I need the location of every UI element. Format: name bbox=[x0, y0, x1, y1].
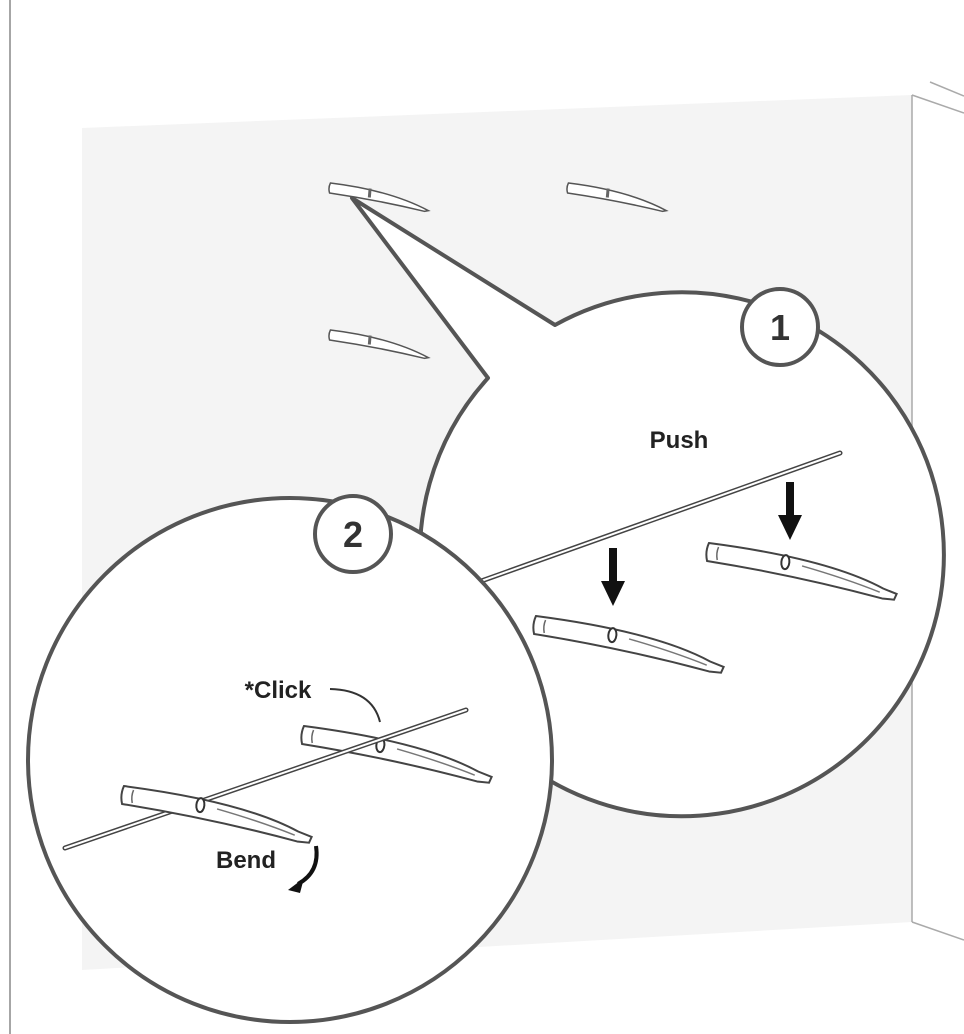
bubble-2-contents bbox=[62, 688, 496, 893]
push-arrow-right bbox=[778, 482, 802, 540]
corner-line-bottom bbox=[911, 921, 964, 941]
step-badge-1: 1 bbox=[740, 287, 820, 367]
click-leader-line bbox=[329, 688, 381, 723]
push-arrow-left bbox=[601, 548, 625, 606]
step-number-1: 1 bbox=[770, 307, 790, 348]
bend-label: Bend bbox=[216, 847, 276, 874]
step-number-2: 2 bbox=[343, 514, 363, 555]
step-badge-2: 2 bbox=[313, 494, 393, 574]
corner-line-top bbox=[911, 94, 964, 114]
bend-arrow bbox=[288, 845, 319, 893]
corner-line-extra bbox=[929, 81, 964, 97]
push-label: Push bbox=[650, 427, 709, 454]
callout-bubble-2 bbox=[26, 496, 554, 1024]
click-label: *Click bbox=[245, 677, 312, 704]
